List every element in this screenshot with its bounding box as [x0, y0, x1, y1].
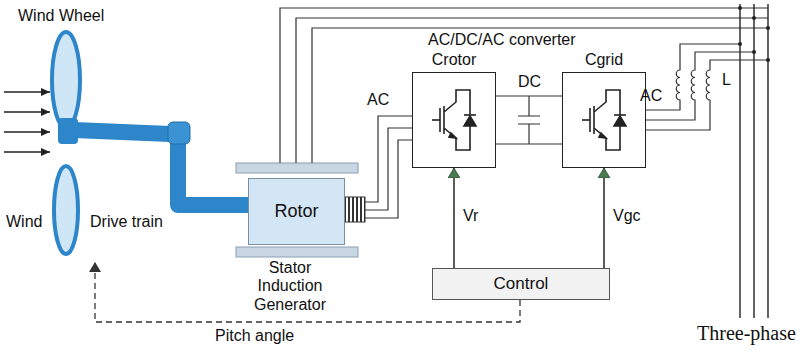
igbt-symbol-part: [464, 116, 476, 126]
igbt-symbol-part: [444, 90, 470, 112]
stator-wires-part: [296, 18, 768, 163]
rotor-box: Rotor: [248, 178, 345, 245]
igbt-symbol-part: [444, 128, 470, 150]
edge-label: DC: [517, 72, 542, 91]
igbt-symbol-part: [432, 119, 440, 121]
converter-outline: [412, 72, 496, 168]
wind-wheel: [52, 32, 80, 254]
converter-name: Crotor: [412, 50, 496, 72]
part-label: Three-phase: [697, 322, 796, 345]
wind-arrows: [4, 92, 50, 152]
part-label: AC/DC/AC converter: [428, 30, 576, 49]
wind-arrows-part: [4, 91, 50, 93]
junction-dots-part: [766, 26, 770, 30]
igbt-symbol-part: [443, 106, 445, 134]
part-label: Induction Generator: [240, 276, 340, 314]
stator: [236, 163, 358, 257]
converter-outline: [562, 72, 646, 168]
rotor-terminal: [345, 197, 365, 222]
igbt-symbol-part: [599, 133, 606, 138]
part-label: L: [722, 70, 731, 89]
three-phase-bus-part: [767, 4, 768, 318]
igbt-symbol-part: [449, 133, 456, 138]
wind-arrows-part: [4, 131, 50, 133]
igbt-symbol-part: [594, 128, 620, 150]
stator-part: [236, 247, 358, 257]
junction-dots-part: [752, 50, 756, 54]
control-signal-arrow: [453, 168, 455, 268]
three-phase-bus: [740, 4, 768, 318]
igbt-symbol-part: [593, 106, 595, 134]
wind-wheel-part: [54, 166, 78, 254]
junction-dots-part: [738, 6, 742, 10]
part-label: Wind: [6, 212, 42, 231]
drive-train: [74, 122, 250, 205]
converter-box: Crotor: [412, 50, 496, 168]
drive-train-part: [168, 122, 190, 144]
part-label: Drive train: [90, 212, 163, 231]
wind-wheel-part: [58, 118, 78, 144]
junction-dots-part: [766, 58, 770, 62]
igbt-symbol: [424, 78, 484, 162]
grid-wires-and-inductors-part: [630, 60, 768, 130]
igbt-symbol-part: [589, 108, 591, 132]
wind-arrows-part: [4, 111, 50, 113]
junction-dots: [738, 6, 770, 62]
stator-wires-part: [312, 28, 768, 163]
dc-link: [496, 96, 562, 144]
igbt-symbol-part: [594, 90, 620, 112]
igbt-symbol: [574, 78, 634, 162]
drive-train-part: [74, 130, 250, 205]
part-label: Pitch angle: [215, 326, 294, 345]
stator-wires: [280, 8, 768, 163]
part-label: AC: [640, 86, 662, 105]
control-box: Control: [432, 268, 610, 300]
node-label: Rotor: [274, 201, 318, 222]
part-label: Stator: [240, 258, 340, 277]
junction-dots-part: [752, 16, 756, 20]
igbt-symbol-part: [619, 102, 621, 138]
edge-label: AC: [366, 90, 390, 109]
node-label: Control: [494, 274, 549, 294]
igbt-symbol-part: [439, 108, 441, 132]
converter-name: Cgrid: [562, 50, 646, 72]
stator-wires-part: [280, 8, 768, 163]
wind-arrows-part: [4, 151, 50, 153]
edge-label: Vgc: [612, 206, 642, 225]
control-signal-arrow: [603, 168, 605, 268]
wind-wheel-part: [52, 32, 80, 128]
igbt-symbol-part: [469, 102, 471, 138]
part-label: Wind Wheel: [18, 6, 104, 25]
grid-wires-and-inductors: [630, 44, 768, 130]
converter-box: Cgrid: [562, 50, 646, 168]
grid-wires-and-inductors-part: [630, 44, 740, 110]
stator-part: [236, 163, 358, 173]
edge-label: Vr: [462, 206, 479, 225]
grid-wires-and-inductors-part: [630, 52, 754, 120]
igbt-symbol-part: [614, 116, 626, 126]
three-phase-bus-part: [739, 4, 740, 318]
igbt-symbol-part: [582, 119, 590, 121]
junction-dots-part: [738, 42, 742, 46]
